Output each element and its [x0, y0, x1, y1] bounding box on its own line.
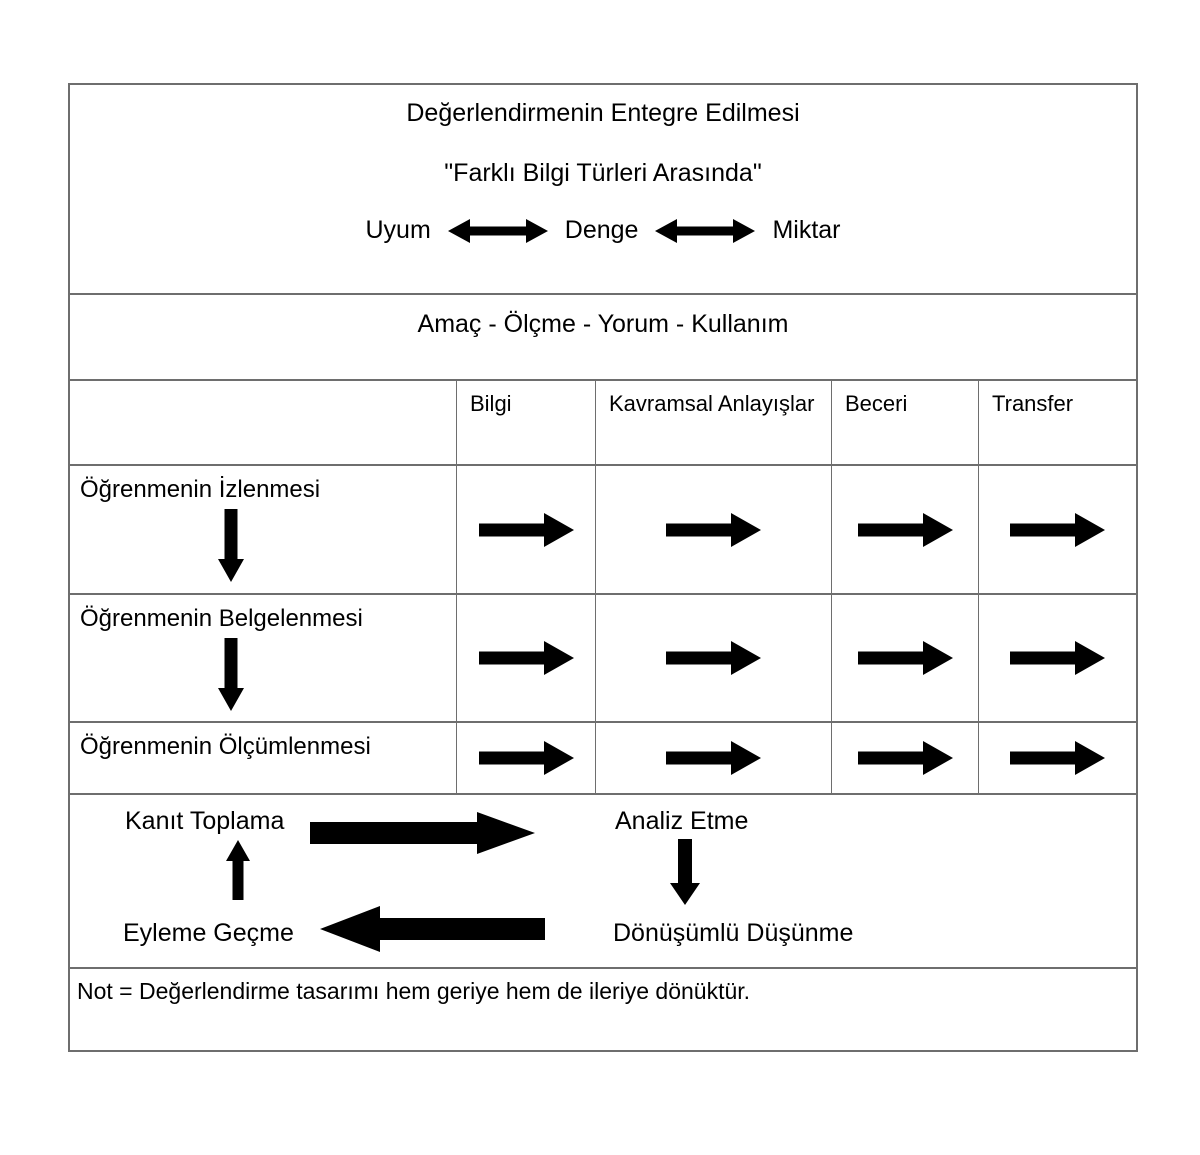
column-header-row: Bilgi Kavramsal Anlayışlar Beceri Transf…	[70, 379, 1136, 464]
down-arrow-icon	[218, 638, 244, 711]
double-arrow-icon	[447, 218, 548, 243]
arrow-cell	[831, 723, 978, 793]
spectrum-label-miktar: Miktar	[772, 216, 841, 244]
note-row: Not = Değerlendirme tasarımı hem geriye …	[70, 967, 1136, 1050]
right-arrow-icon	[857, 512, 953, 547]
diagram-title: Değerlendirmenin Entegre Edilmesi	[406, 99, 800, 127]
right-arrow-icon	[1010, 641, 1105, 675]
arrow-cell	[978, 466, 1136, 593]
header-section: Değerlendirmenin Entegre Edilmesi "Farkl…	[70, 85, 1136, 293]
down-arrow-icon	[218, 509, 244, 582]
right-arrow-icon	[478, 741, 574, 775]
arrow-cell	[831, 466, 978, 593]
spectrum-label-uyum: Uyum	[365, 216, 431, 244]
right-arrow-icon	[1010, 512, 1105, 547]
table-row-olcumlenmesi: Öğrenmenin Ölçümlenmesi	[70, 721, 1136, 793]
diagram-subtitle: "Farklı Bilgi Türleri Arasında"	[444, 159, 762, 187]
row-label: Öğrenmenin İzlenmesi	[80, 476, 321, 503]
row-label-cell: Öğrenmenin Ölçümlenmesi	[70, 723, 456, 793]
arrow-cell	[831, 595, 978, 721]
column-header-beceri: Beceri	[831, 381, 978, 464]
cycle-label-kanit-toplama: Kanıt Toplama	[125, 807, 285, 835]
arrow-cell	[456, 466, 595, 593]
cycle-label-donusumlu-dusunme: Dönüşümlü Düşünme	[613, 919, 854, 947]
table-row-izlenmesi: Öğrenmenin İzlenmesi	[70, 464, 1136, 593]
arrow-cell	[456, 723, 595, 793]
spectrum-row: Uyum Denge Miktar	[365, 216, 840, 245]
right-arrow-icon	[857, 741, 953, 775]
row-label-cell: Öğrenmenin İzlenmesi	[70, 466, 456, 593]
cycle-label-analiz-etme: Analiz Etme	[615, 807, 749, 835]
column-header-bilgi: Bilgi	[456, 381, 595, 464]
arrow-cell	[595, 595, 831, 721]
arrow-cell	[456, 595, 595, 721]
right-arrow-icon	[666, 641, 761, 675]
spectrum-label-denge: Denge	[564, 216, 639, 244]
process-row: Amaç - Ölçme - Yorum - Kullanım	[70, 293, 1136, 379]
right-arrow-icon	[478, 512, 574, 547]
right-arrow-icon	[857, 641, 953, 675]
table-row-belgelenmesi: Öğrenmenin Belgelenmesi	[70, 593, 1136, 721]
arrow-cell	[978, 595, 1136, 721]
cycle-right-arrow-icon	[310, 812, 535, 854]
cycle-down-arrow-icon	[670, 839, 700, 905]
double-arrow-icon	[655, 218, 756, 243]
arrow-cell	[978, 723, 1136, 793]
corner-cell	[70, 381, 456, 464]
row-label: Öğrenmenin Ölçümlenmesi	[80, 733, 371, 760]
right-arrow-icon	[666, 512, 761, 547]
arrow-cell	[595, 723, 831, 793]
right-arrow-icon	[1010, 741, 1105, 775]
assessment-integration-table: Değerlendirmenin Entegre Edilmesi "Farkl…	[68, 83, 1138, 1052]
process-text: Amaç - Ölçme - Yorum - Kullanım	[417, 310, 789, 338]
right-arrow-icon	[478, 641, 574, 675]
cycle-up-arrow-icon	[226, 840, 250, 900]
row-label-cell: Öğrenmenin Belgelenmesi	[70, 595, 456, 721]
row-label: Öğrenmenin Belgelenmesi	[80, 605, 363, 632]
column-header-transfer: Transfer	[978, 381, 1136, 464]
arrow-cell	[595, 466, 831, 593]
cycle-left-arrow-icon	[320, 906, 545, 952]
column-header-kavramsal: Kavramsal Anlayışlar	[595, 381, 831, 464]
right-arrow-icon	[666, 741, 761, 775]
note-text: Not = Değerlendirme tasarımı hem geriye …	[77, 978, 751, 1004]
cycle-label-eyleme-gecme: Eyleme Geçme	[123, 919, 294, 947]
cycle-section: Kanıt Toplama Analiz Etme Dönüşümlü Düşü…	[70, 793, 1136, 967]
